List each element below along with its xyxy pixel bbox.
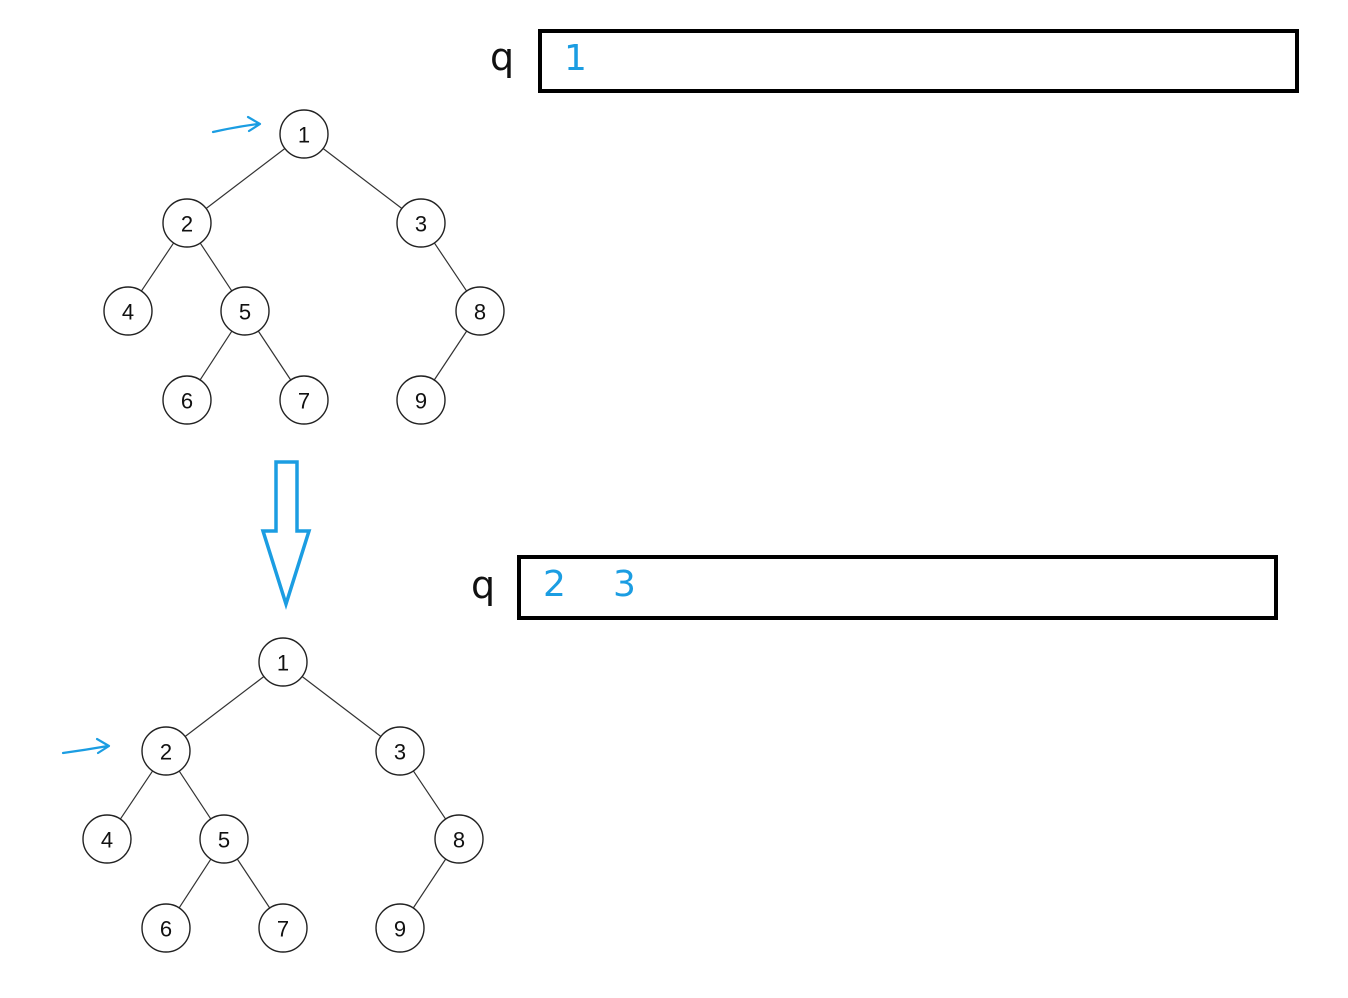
node-circle (279, 109, 329, 159)
tree-node-9: 9 (396, 375, 446, 425)
node-label: 6 (160, 917, 172, 942)
tree-edge-1-3 (322, 148, 403, 209)
binary-tree-step-1: 1 2 3 4 5 8 6 7 9 (103, 109, 505, 425)
node-label: 1 (277, 651, 289, 676)
queue-label: q (490, 35, 515, 79)
node-label: 1 (298, 123, 310, 148)
tree-node-8: 8 (455, 286, 505, 336)
node-label: 2 (160, 740, 172, 765)
tree-edge-3-8 (412, 770, 447, 820)
tree-edge-1-2 (205, 148, 286, 209)
node-label: 8 (453, 828, 465, 853)
down-arrow-icon (260, 460, 312, 610)
node-circle (220, 286, 270, 336)
tree-edge-2-4 (119, 770, 154, 820)
current-node-pointer-icon (61, 737, 111, 755)
node-circle (258, 903, 308, 953)
current-node-pointer-icon (211, 115, 262, 134)
node-circle (162, 375, 212, 425)
node-circle (141, 903, 191, 953)
tree-edge-5-6 (199, 330, 233, 381)
tree-edge-2-5 (178, 770, 212, 820)
tree-node-6: 6 (141, 903, 191, 953)
tree-node-2: 2 (162, 198, 212, 248)
node-label: 8 (474, 300, 486, 325)
tree-edge-5-6 (178, 858, 212, 909)
tree-node-5: 5 (220, 286, 270, 336)
tree-edge-2-4 (140, 242, 175, 292)
node-label: 7 (298, 389, 310, 414)
node-label: 4 (122, 300, 134, 325)
queue-box: 1 (538, 29, 1299, 93)
tree-edge-1-3 (301, 676, 382, 737)
node-circle (103, 286, 153, 336)
node-label: 9 (415, 389, 427, 414)
node-label: 6 (181, 389, 193, 414)
tree-edge-3-8 (433, 242, 468, 292)
node-label: 3 (415, 212, 427, 237)
node-label: 3 (394, 740, 406, 765)
node-circle (162, 198, 212, 248)
node-circle (199, 814, 249, 864)
tree-edge-2-5 (199, 242, 233, 292)
tree-node-3: 3 (396, 198, 446, 248)
queue-label: q (471, 563, 496, 607)
queue-item: 2 (543, 564, 566, 605)
node-circle (434, 814, 484, 864)
tree-node-1: 1 (258, 637, 308, 687)
node-circle (396, 198, 446, 248)
node-label: 4 (101, 828, 113, 853)
tree-edge-5-7 (257, 330, 292, 381)
tree-node-6: 6 (162, 375, 212, 425)
node-circle (396, 375, 446, 425)
node-circle (375, 903, 425, 953)
tree-node-4: 4 (82, 814, 132, 864)
tree-node-7: 7 (258, 903, 308, 953)
node-circle (141, 726, 191, 776)
tree-edge-8-9 (433, 330, 468, 381)
queue-item: 3 (613, 564, 636, 605)
node-circle (279, 375, 329, 425)
tree-node-4: 4 (103, 286, 153, 336)
node-label: 5 (218, 828, 230, 853)
node-circle (455, 286, 505, 336)
node-label: 2 (181, 212, 193, 237)
tree-node-3: 3 (375, 726, 425, 776)
tree-edge-1-2 (184, 676, 265, 737)
tree-node-1: 1 (279, 109, 329, 159)
node-label: 9 (394, 917, 406, 942)
tree-node-7: 7 (279, 375, 329, 425)
tree-node-9: 9 (375, 903, 425, 953)
tree-edge-5-7 (236, 858, 271, 909)
tree-node-5: 5 (199, 814, 249, 864)
tree-node-8: 8 (434, 814, 484, 864)
node-circle (82, 814, 132, 864)
node-label: 5 (239, 300, 251, 325)
node-label: 7 (277, 917, 289, 942)
binary-tree-step-2: 1 2 3 4 5 8 6 7 9 (82, 637, 484, 953)
tree-node-2: 2 (141, 726, 191, 776)
queue-item: 1 (564, 38, 587, 79)
tree-edge-8-9 (412, 858, 447, 909)
node-circle (258, 637, 308, 687)
node-circle (375, 726, 425, 776)
